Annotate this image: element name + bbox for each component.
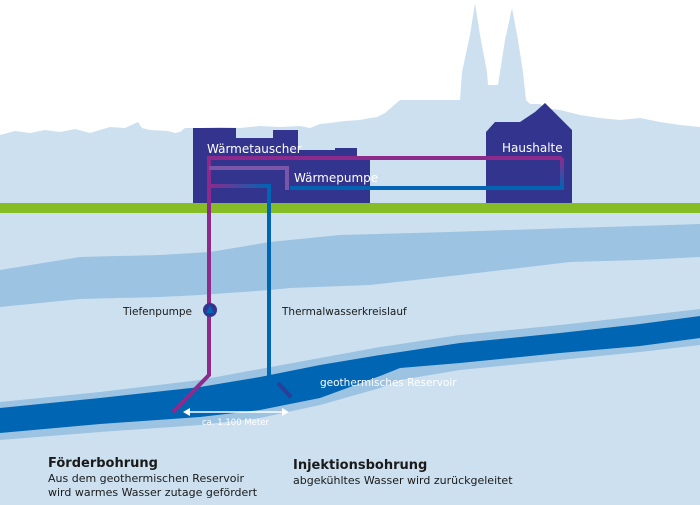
label-heat-pump: Wärmepumpe (294, 171, 378, 185)
injection-well-title: Injektionsbohrung (293, 458, 428, 473)
grass-surface (0, 203, 700, 213)
label-reservoir: geothermisches Reservoir (320, 377, 457, 389)
production-well-desc-2: wird warmes Wasser zutage gefördert (48, 486, 258, 499)
pipe-waermepumpe (209, 166, 289, 190)
label-deep-pump: Tiefenpumpe (122, 306, 192, 318)
label-households: Haushalte (502, 141, 563, 155)
production-well-title: Förderbohrung (48, 456, 158, 471)
label-thermal-loop: Thermalwasserkreislauf (281, 306, 407, 318)
production-well-pipe (171, 186, 211, 414)
injection-well-desc: abgekühltes Wasser wird zurückgeleitet (293, 474, 513, 487)
pump-arrow-icon (206, 305, 214, 313)
production-well-desc-1: Aus dem geothermischen Reservoir (48, 472, 245, 485)
label-heat-exchanger: Wärmetauscher (207, 142, 302, 156)
upper-rock-layer (0, 224, 700, 307)
pipe-haushalte-loop (290, 158, 564, 190)
label-distance: ca. 1.100 Meter (202, 418, 269, 428)
household-building (486, 103, 572, 203)
injection-well-tip (276, 381, 293, 399)
distance-arrow (183, 408, 289, 416)
geothermal-reservoir (0, 316, 700, 433)
